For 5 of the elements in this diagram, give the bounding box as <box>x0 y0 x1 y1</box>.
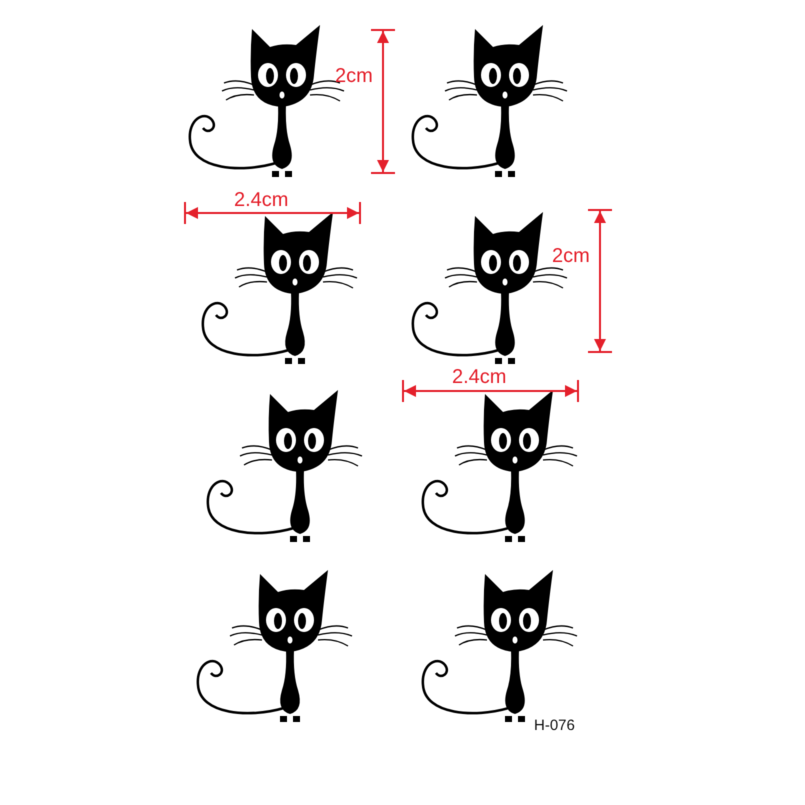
product-code: H-076 <box>534 718 575 733</box>
dimension-label: 2cm <box>552 246 590 266</box>
dimension-label: 2.4cm <box>452 367 506 387</box>
dimension-label: 2cm <box>335 66 373 86</box>
dimension-label: 2.4cm <box>234 190 288 210</box>
